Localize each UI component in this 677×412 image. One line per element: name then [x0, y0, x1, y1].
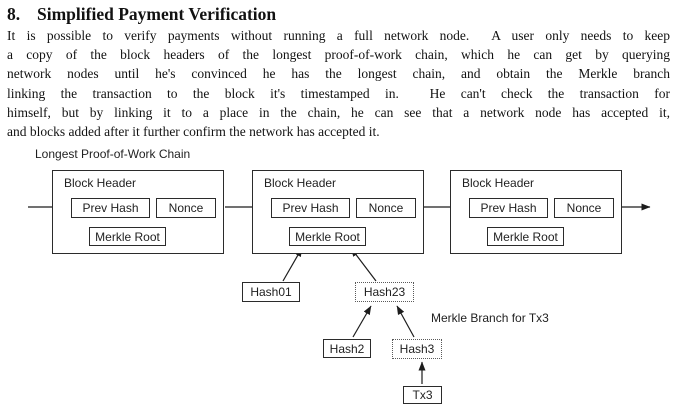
- text-column: 8. Simplified Payment Verification It is…: [7, 3, 670, 141]
- merkle-root-box: Merkle Root: [289, 227, 366, 246]
- paragraph: It is possible to verify payments withou…: [7, 26, 670, 141]
- section-title: Simplified Payment Verification: [37, 4, 277, 24]
- node-tx3: Tx3: [403, 386, 442, 404]
- node-hash01: Hash01: [242, 282, 300, 302]
- paragraph-line: network nodes until he's convinced he ha…: [7, 66, 670, 82]
- paragraph-line: and blocks added after it further confir…: [7, 123, 380, 139]
- block-header-title: Block Header: [462, 176, 535, 190]
- merkle-root-box: Merkle Root: [89, 227, 166, 246]
- chain-label: Longest Proof-of-Work Chain: [35, 147, 191, 161]
- nonce-box: Nonce: [356, 198, 416, 218]
- node-hash2: Hash2: [323, 339, 371, 358]
- arrow-hash2-hash23: [352, 305, 372, 338]
- paragraph-line: It is possible to verify payments withou…: [7, 28, 670, 43]
- block-header-title: Block Header: [64, 176, 137, 190]
- nonce-box: Nonce: [156, 198, 216, 218]
- arrow-hash3-hash23: [396, 305, 415, 338]
- prev-hash-box: Prev Hash: [271, 198, 350, 218]
- node-hash3: Hash3: [392, 339, 442, 359]
- paragraph-line: linking the transaction to the block it'…: [7, 85, 670, 101]
- prev-hash-box: Prev Hash: [469, 198, 548, 218]
- nonce-box: Nonce: [554, 198, 614, 218]
- block-header-box-3: Block Header Prev Hash Nonce Merkle Root: [450, 170, 622, 254]
- section-heading: 8. Simplified Payment Verification: [7, 3, 670, 25]
- block-header-box-2: Block Header Prev Hash Nonce Merkle Root: [252, 170, 424, 254]
- merkle-root-box: Merkle Root: [487, 227, 564, 246]
- paragraph-line: himself, but by linking it to a place in…: [7, 104, 670, 120]
- node-hash23: Hash23: [355, 282, 414, 302]
- prev-hash-box: Prev Hash: [71, 198, 150, 218]
- section-number: 8.: [7, 4, 21, 24]
- paragraph-line: a copy of the block headers of the longe…: [7, 47, 670, 63]
- merkle-branch-label: Merkle Branch for Tx3: [431, 311, 549, 325]
- block-header-title: Block Header: [264, 176, 337, 190]
- block-header-box-1: Block Header Prev Hash Nonce Merkle Root: [52, 170, 224, 254]
